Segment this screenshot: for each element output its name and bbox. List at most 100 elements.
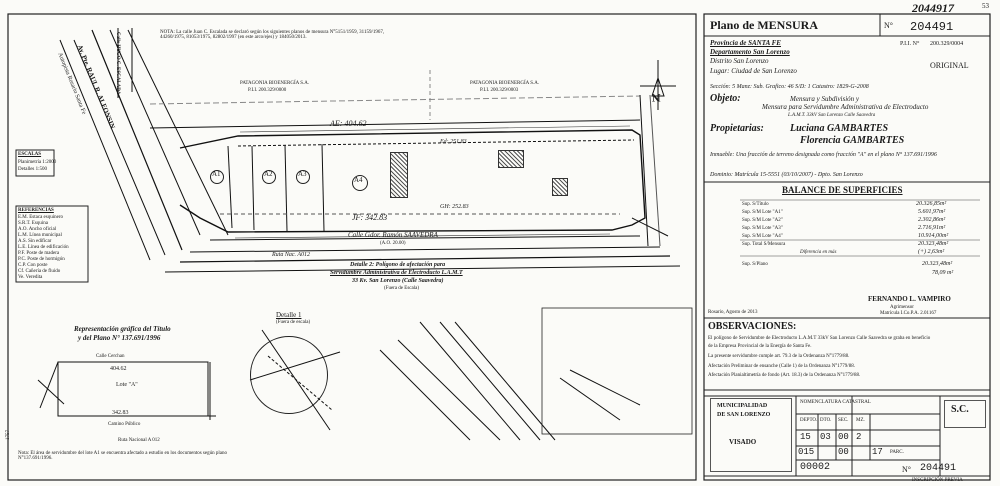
sc-label: S.C. [951,404,969,415]
lot-a1-label: A1 [212,170,221,178]
province: Provincia de SANTA FE [710,39,781,47]
building-block-2 [498,150,524,168]
obs-line-1: El polígono de Servidumbre de Electroduc… [708,336,931,341]
ae-dimension: AE: 404.62 [330,119,367,128]
objeto-line2: Mensura para Servidumbre Administrativa … [762,103,929,111]
calle-saavedra-label: Calle Gdor. Ramón SAAVEDRA [348,231,438,239]
balance-row-label: Sup. S/M Lote "A1" [742,210,783,215]
obs-line-4: Afectación Preliminar de ensanche (Calle… [708,364,855,369]
pii-value: 200.329/0004 [930,41,964,47]
cat-col: DTO. [820,418,832,423]
lot-a4-marker [352,175,368,191]
building-block-3 [552,178,568,196]
cat-val: 00 [838,432,849,442]
ref-item: E.M. Estaca esquinero [18,215,63,220]
cat-val: 2 [856,432,862,442]
plan-number-label: N° [884,21,893,30]
ref-item: A.S. Sin edificar [18,239,52,244]
drawing-note: NOTA: La calle Juan C. Escalada se decla… [160,30,385,40]
rep-ruta: Ruta Nacional A 012 [118,438,160,443]
ref-item: A.O. Ancho oficial [18,227,57,232]
rep-342: 342.83 [112,410,129,416]
owner-1: Luciana GAMBARTES [790,123,889,134]
patagonia-left-sub: P.I.I. 200.329/0000 [248,88,287,93]
rep-calle: Calle Cerchan [96,354,125,359]
detalle1-sub: (Fuera de escala) [276,320,311,325]
sc-stamp: S.C. [944,400,986,428]
obs-line-5: Afectación Planialtimetría de fondo (Art… [708,373,861,378]
calle-hugo-label: Calle HUGO C. ESCALADA [115,32,120,95]
detalle1-circle [250,336,328,414]
cat-col: SEC. [838,418,849,423]
balance-row-value: 20.323,48m² [918,241,949,247]
ref-title: REFERENCIAS [18,208,54,213]
header-number: 2044917 [912,1,954,15]
place-date: Rosario, Agosto de 2013 [708,310,758,315]
objeto-line1: Mensura y Subdivisión y [790,95,860,103]
detalle2-line3: 33 Kv. San Lorenzo (Calle Saavedra) [352,278,444,284]
muni-line-2: DE SAN LORENZO [717,412,771,418]
balance-row-value: 2.302,86m² [918,217,946,223]
propietarios-label: Propietarias: [710,123,764,134]
plan-label: Plano de MENSURA [710,18,819,32]
patagonia-left: PATAGONIA BIOENERGÍA S.A. [240,81,310,86]
escala-title: ESCALAS [18,152,42,157]
ref-item: L.M. Línea municipal [18,233,62,238]
lot-a2-marker [262,170,276,184]
owner-2: Florencia GAMBARTES [800,135,905,146]
plano-num-label: N° [902,465,911,474]
parcel-label: PARC. [890,450,904,455]
balance-row-label: Sup. Total S/Mensura [742,242,786,247]
page-mark: 53 [982,2,989,10]
ref-item: S.R.T. Esquina [18,221,48,226]
ref-item: Cf. Cañería de fluido [18,269,61,274]
bottom-note: Nota: El área de servidumbre del lote A1… [18,451,227,461]
cat-val: 15 [800,432,811,442]
ed-dimension: Ed: 251.83 [440,139,467,145]
inscripcion-label: INSCRIPCIÓN PREVIA [912,478,963,483]
plan-number-value: 204491 [910,20,954,34]
detalle1-title: Detalle 1 [276,311,302,319]
objeto-label: Objeto: [710,93,741,104]
cat-row2: 015 [798,447,815,457]
original-label: ORIGINAL [930,61,969,70]
cat-val: 03 [820,432,831,442]
balance-row-value: 5.601,97m² [918,209,946,215]
balance-diff-label: Diferencia en más [800,250,837,255]
rep-404: 404.62 [110,366,127,372]
parcel-value: 00002 [800,462,831,473]
municipal-stamp: MUNICIPALIDAD DE SAN LORENZO VISADO [710,398,792,472]
muni-line-1: MUNICIPALIDAD [717,403,768,409]
balance-diff-value: (+) 2,63m² [918,249,945,255]
ref-item: Ve. Veredita [18,275,43,280]
cat-row2: 17 [872,447,883,457]
calle-saavedra-sub: (A.O. 20.00) [380,241,406,246]
cadastre: Sección: 5 Manz: Sub. Grafico: 46 S/D: 1… [710,84,869,90]
obs-line-2: de la Empresa Provincial de la Energía d… [708,344,812,349]
escala-1: Planimetría 1:2000 [18,160,57,165]
serv2-value: 78,09 m² [932,270,954,276]
serv-value: 20.323,48m² [922,261,953,267]
jf-dimension: JF: 342.83 [352,213,388,222]
objeto-line3: L.A.M.T. 33kV San Lorenzo Calle Saavedra [788,113,876,118]
place: Lugar: Ciudad de San Lorenzo [710,67,797,75]
plano-num-value: 204491 [920,463,957,474]
cat-col: DEPTO. [800,418,818,423]
compass-north: N [652,91,661,105]
balance-row-label: Sup. S/Título [742,202,769,207]
signer-reg: Matrícula I.Co.P.A. 2.01167 [880,311,937,316]
lot-a3-label: A3 [298,170,307,178]
balance-row-value: 10.914,00m² [918,233,949,239]
rep-title-1: Representación gráfica del Título [74,325,171,333]
lot-a1-marker [210,170,224,184]
ref-item: C.P. Con poste [18,263,48,268]
detalle2-title: Detalle 2: Polígono de afectación para [350,262,446,268]
balance-heading: BALANCE DE SUPERFICIES [782,185,903,195]
obs-line-3: La presente servidumbre cumple art. 79.3… [708,354,850,359]
gh-dimension: GH: 252.83 [440,204,469,210]
observaciones-heading: OBSERVACIONES: [708,321,797,332]
lot-a4-label: A4 [354,176,363,184]
department: Departamento San Lorenzo [710,48,790,56]
cat-col: MZ. [856,418,865,423]
